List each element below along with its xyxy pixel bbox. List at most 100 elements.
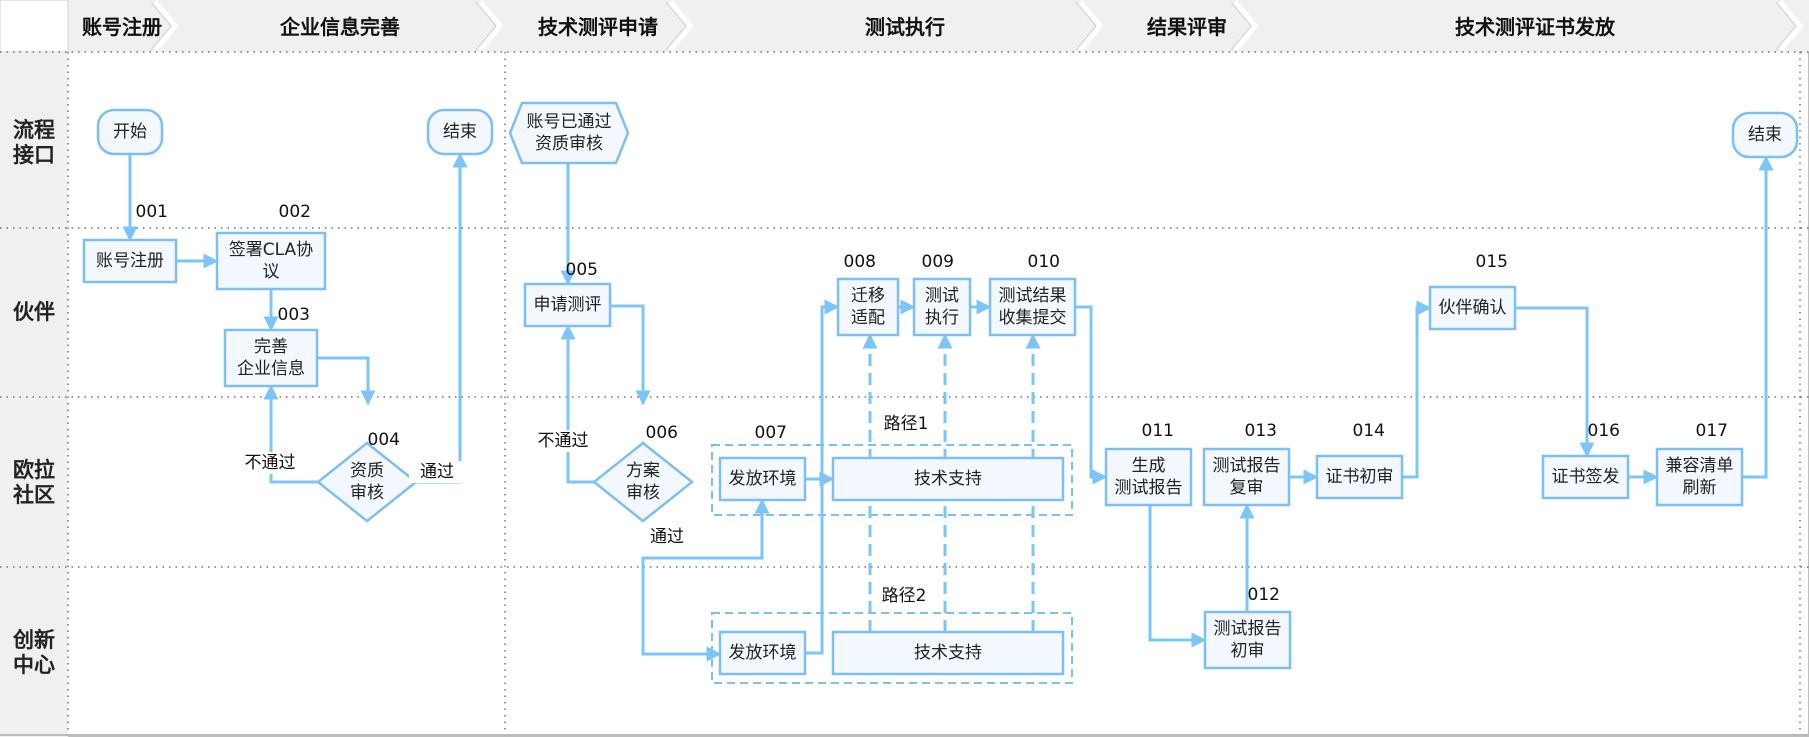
step-number: 016 (1588, 421, 1620, 441)
step-number: 007 (755, 423, 787, 443)
node-label: 测试 (925, 286, 959, 306)
node-start[interactable]: 开始 (96, 108, 164, 156)
connectors (122, 152, 1774, 662)
node-label: 复审 (1230, 478, 1264, 498)
edge-015-016 (1515, 306, 1595, 458)
process-box (988, 277, 1077, 337)
node-label: 刷新 (1683, 478, 1717, 498)
node-n007b[interactable]: 发放环境 (718, 630, 807, 676)
phase-3: 技术测评申请 (538, 0, 694, 52)
node-label: 技术支持 (914, 643, 982, 663)
chevron-separator (667, 0, 694, 52)
node-n015[interactable]: 伙伴确认 (1428, 285, 1517, 331)
lane-header-column (0, 52, 68, 737)
node-end2[interactable]: 结束 (1731, 111, 1799, 159)
node-label: 兼容清单 (1666, 456, 1734, 476)
node-n001[interactable]: 账号注册 (82, 238, 178, 284)
node-label: 证书签发 (1552, 467, 1620, 487)
process-box (1104, 447, 1193, 507)
terminal-shape (1731, 111, 1799, 159)
edge-label-fail-2: 不通过 (538, 431, 589, 451)
edge-label-bg (535, 430, 591, 452)
node-label: 发放环境 (729, 469, 797, 489)
process-box (523, 282, 612, 328)
group-path2: 路径2 (711, 584, 1073, 684)
node-label: 审核 (626, 483, 660, 503)
node-label: 执行 (925, 308, 959, 328)
lane-label: 流程 (13, 118, 55, 142)
node-label: 生成 (1132, 456, 1166, 476)
edge-007b-008 (805, 299, 840, 655)
node-label: 资质 (350, 461, 384, 481)
header-corner (0, 0, 69, 53)
group-label: 路径1 (884, 414, 929, 434)
lane-label: 欧拉 (13, 458, 55, 482)
step-number: 008 (844, 252, 876, 272)
phase-1: 账号注册 (82, 0, 179, 52)
node-label: 测试报告 (1213, 456, 1281, 476)
edge-label-pass-1: 通过 (420, 462, 454, 482)
edge-label-bg (409, 461, 465, 483)
phase-2: 企业信息完善 (279, 0, 504, 52)
node-n004[interactable]: 资质审核 (315, 441, 419, 523)
phase-label: 测试执行 (865, 15, 945, 39)
chevron-edge (475, 1, 497, 51)
phase-label: 企业信息完善 (279, 15, 400, 39)
phase-label: 技术测评证书发放 (1455, 15, 1616, 39)
step-number: 015 (1476, 252, 1508, 272)
phase-6: 技术测评证书发放 (1455, 0, 1804, 52)
node-n007a[interactable]: 发放环境 (718, 456, 807, 502)
process-box (1315, 454, 1404, 500)
step-number: 012 (1248, 585, 1280, 605)
chevron-edge (1230, 1, 1252, 51)
group-boundary (711, 444, 1073, 516)
node-end1[interactable]: 结束 (426, 108, 494, 156)
edge-006-007b (641, 558, 722, 662)
step-number: 003 (278, 305, 310, 325)
lane-label: 创新 (12, 628, 55, 652)
node-n005[interactable]: 申请测评 (523, 282, 612, 328)
edge-011-012 (1148, 505, 1207, 648)
node-label: 结束 (443, 122, 477, 142)
process-box (718, 630, 807, 676)
node-n016[interactable]: 证书签发 (1541, 454, 1630, 500)
edge-004-003-fail (263, 384, 318, 484)
group-boundary (711, 612, 1073, 684)
lane-label: 社区 (12, 483, 55, 507)
node-label: 申请测评 (534, 295, 602, 315)
edge-006-005-fail (560, 324, 594, 484)
node-label: 审核 (350, 483, 384, 503)
node-ts1[interactable]: 技术支持 (831, 456, 1065, 502)
chevron-edge (1075, 1, 1097, 51)
chevron-separator (1077, 0, 1104, 52)
phase-label: 技术测评申请 (538, 15, 658, 39)
decision-diamond (315, 441, 419, 523)
lane-label: 接口 (13, 143, 55, 167)
group-label: 路径2 (882, 586, 927, 606)
process-box (831, 630, 1065, 676)
node-label: 发放环境 (729, 643, 797, 663)
edge-label-bg (639, 526, 695, 548)
lane-label: 中心 (13, 653, 55, 677)
node-label: 初审 (1231, 641, 1265, 661)
process-box (836, 277, 900, 337)
node-n009[interactable]: 测试执行 (912, 277, 972, 337)
step-number: 002 (279, 202, 311, 222)
node-n014[interactable]: 证书初审 (1315, 454, 1404, 500)
process-box (718, 456, 807, 502)
step-number: 005 (566, 260, 598, 280)
node-label: 证书初审 (1326, 467, 1394, 487)
phase-5: 结果评审 (1147, 0, 1259, 52)
node-ts2[interactable]: 技术支持 (831, 630, 1065, 676)
